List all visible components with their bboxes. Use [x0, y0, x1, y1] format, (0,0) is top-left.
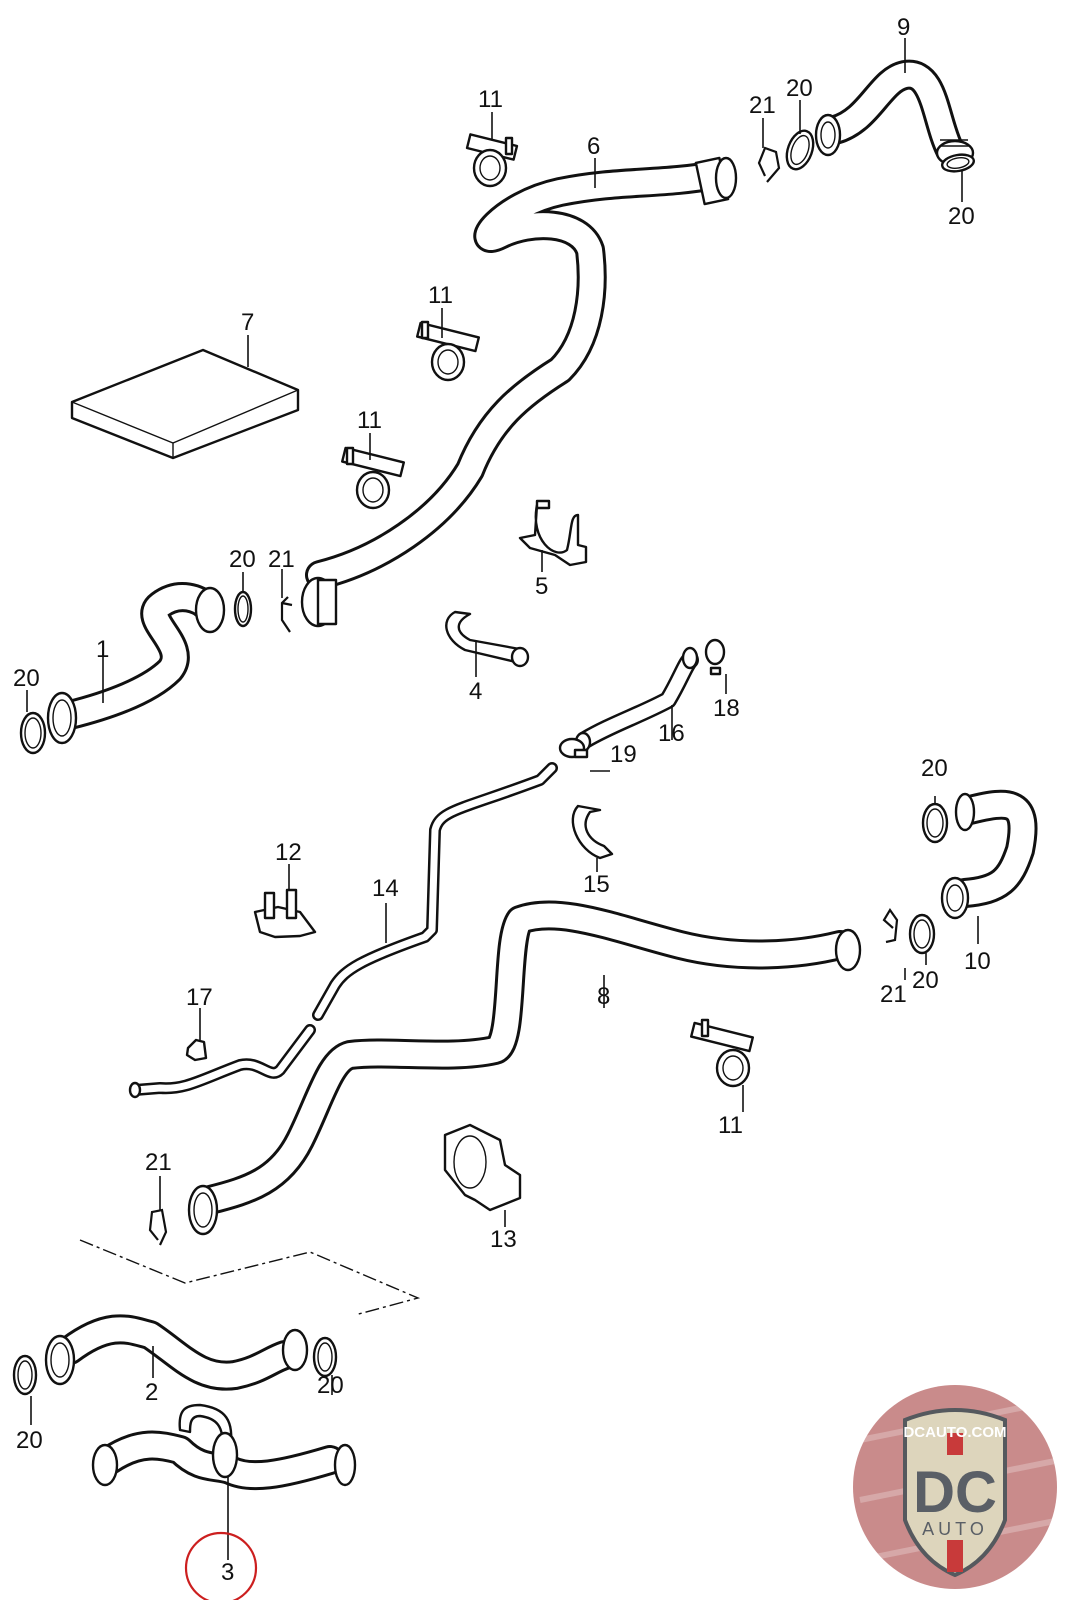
callout-16[interactable]: 16 — [658, 720, 685, 747]
clamp-11-c[interactable] — [340, 446, 406, 510]
hose-10[interactable] — [940, 789, 1038, 920]
clamp-11-a[interactable] — [465, 133, 519, 188]
callout-5[interactable]: 5 — [535, 573, 548, 600]
callout-9[interactable]: 9 — [897, 14, 910, 41]
hose-8-end-left — [187, 1184, 219, 1236]
o-ring-20-f[interactable] — [908, 913, 936, 955]
hose-clamp-19[interactable] — [558, 737, 589, 759]
hose-6[interactable] — [300, 156, 738, 628]
watermark-top-text: DCAUTO.COM — [903, 1424, 1006, 1441]
holder-13[interactable] — [443, 1123, 522, 1212]
callout-12[interactable]: 12 — [275, 839, 302, 866]
callout-20[interactable]: 20 — [317, 1372, 344, 1399]
hose-8-end-right — [834, 928, 862, 972]
hose-6-end-left — [300, 576, 338, 628]
pipe-3[interactable] — [91, 1403, 357, 1491]
watermark-shield — [903, 1408, 1007, 1578]
o-ring-20-g[interactable] — [12, 1354, 38, 1396]
callout-20[interactable]: 20 — [786, 75, 813, 102]
callout-11[interactable]: 11 — [428, 282, 453, 309]
callout-14[interactable]: 14 — [372, 875, 399, 902]
clamp-11-d[interactable] — [689, 1018, 755, 1088]
holder-12[interactable] — [253, 888, 317, 939]
watermark-stripe-top — [947, 1433, 963, 1455]
callout-4[interactable]: 4 — [469, 678, 482, 705]
hose-9[interactable] — [814, 59, 975, 167]
vent-line-14[interactable] — [128, 762, 558, 1099]
o-ring-20-a[interactable] — [782, 127, 818, 173]
highlight-circle — [184, 1531, 258, 1600]
o-ring-20-e[interactable] — [921, 802, 949, 844]
callout-20[interactable]: 20 — [16, 1427, 43, 1454]
clip-21-c[interactable] — [882, 907, 899, 944]
callout-21[interactable]: 21 — [880, 981, 907, 1008]
retaining-clips — [148, 146, 899, 1246]
hose-6-end-right — [694, 156, 738, 206]
callout-20[interactable]: 20 — [912, 967, 939, 994]
o-ring-20-h[interactable] — [312, 1336, 338, 1378]
callout-21[interactable]: 21 — [145, 1149, 172, 1176]
hose-8[interactable] — [187, 900, 862, 1236]
callout-10[interactable]: 10 — [964, 948, 991, 975]
callout-2[interactable]: 2 — [145, 1379, 158, 1406]
clip-21-d[interactable] — [148, 1208, 168, 1246]
callout-15[interactable]: 15 — [583, 871, 610, 898]
o-ring-20-d[interactable] — [19, 711, 47, 755]
clip-17[interactable] — [185, 1038, 208, 1062]
callout-1[interactable]: 1 — [96, 636, 109, 663]
callout-11[interactable]: 11 — [357, 407, 382, 434]
watermark-main-text: DC — [913, 1460, 997, 1525]
callout-20[interactable]: 20 — [948, 203, 975, 230]
leader-lines — [26, 38, 979, 1560]
callout-8[interactable]: 8 — [597, 983, 610, 1010]
callout-21[interactable]: 21 — [749, 92, 776, 119]
callout-21[interactable]: 21 — [268, 546, 295, 573]
callout-17[interactable]: 17 — [186, 984, 213, 1011]
callout-3[interactable]: 3 — [221, 1559, 234, 1586]
callout-20[interactable]: 20 — [921, 755, 948, 782]
o-ring-20-b[interactable] — [940, 152, 976, 173]
o-ring-20-c[interactable] — [233, 590, 253, 628]
callout-6[interactable]: 6 — [587, 133, 600, 160]
callout-20[interactable]: 20 — [229, 546, 256, 573]
assembly-outline — [79, 1239, 421, 1316]
dc-auto-watermark: DCAUTO.COM DC AUTO — [853, 1385, 1057, 1589]
callout-labels: 11 6 21 20 9 20 11 7 11 5 20 21 1 20 4 1… — [13, 14, 991, 1586]
clip-21-b[interactable] — [280, 596, 293, 633]
callout-11[interactable]: 11 — [478, 86, 503, 113]
clamp-11-b[interactable] — [415, 320, 481, 382]
strap-4[interactable] — [445, 610, 530, 668]
callout-11[interactable]: 11 — [718, 1112, 743, 1139]
callout-7[interactable]: 7 — [241, 309, 254, 336]
watermark-bottom-text: AUTO — [922, 1519, 988, 1539]
hose-clamp-18[interactable] — [704, 638, 726, 676]
hose-1[interactable] — [46, 582, 226, 745]
o-rings — [12, 127, 976, 1396]
clip-21-a[interactable] — [757, 146, 781, 183]
callout-13[interactable]: 13 — [490, 1226, 517, 1253]
pipe-2[interactable] — [44, 1314, 309, 1391]
callout-20[interactable]: 20 — [13, 665, 40, 692]
callout-19[interactable]: 19 — [610, 741, 637, 768]
bracket-5[interactable] — [518, 499, 588, 567]
filter-pad-7[interactable] — [70, 348, 300, 460]
half-clamp-15[interactable] — [571, 804, 614, 860]
callout-18[interactable]: 18 — [713, 695, 740, 722]
watermark-stripe-bottom — [947, 1540, 963, 1572]
